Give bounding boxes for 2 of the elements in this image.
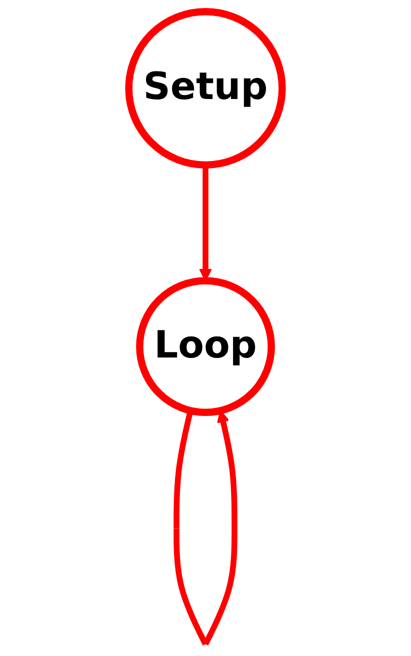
node-circle: Loop [136, 277, 275, 416]
node-circle: Setup [125, 8, 286, 169]
